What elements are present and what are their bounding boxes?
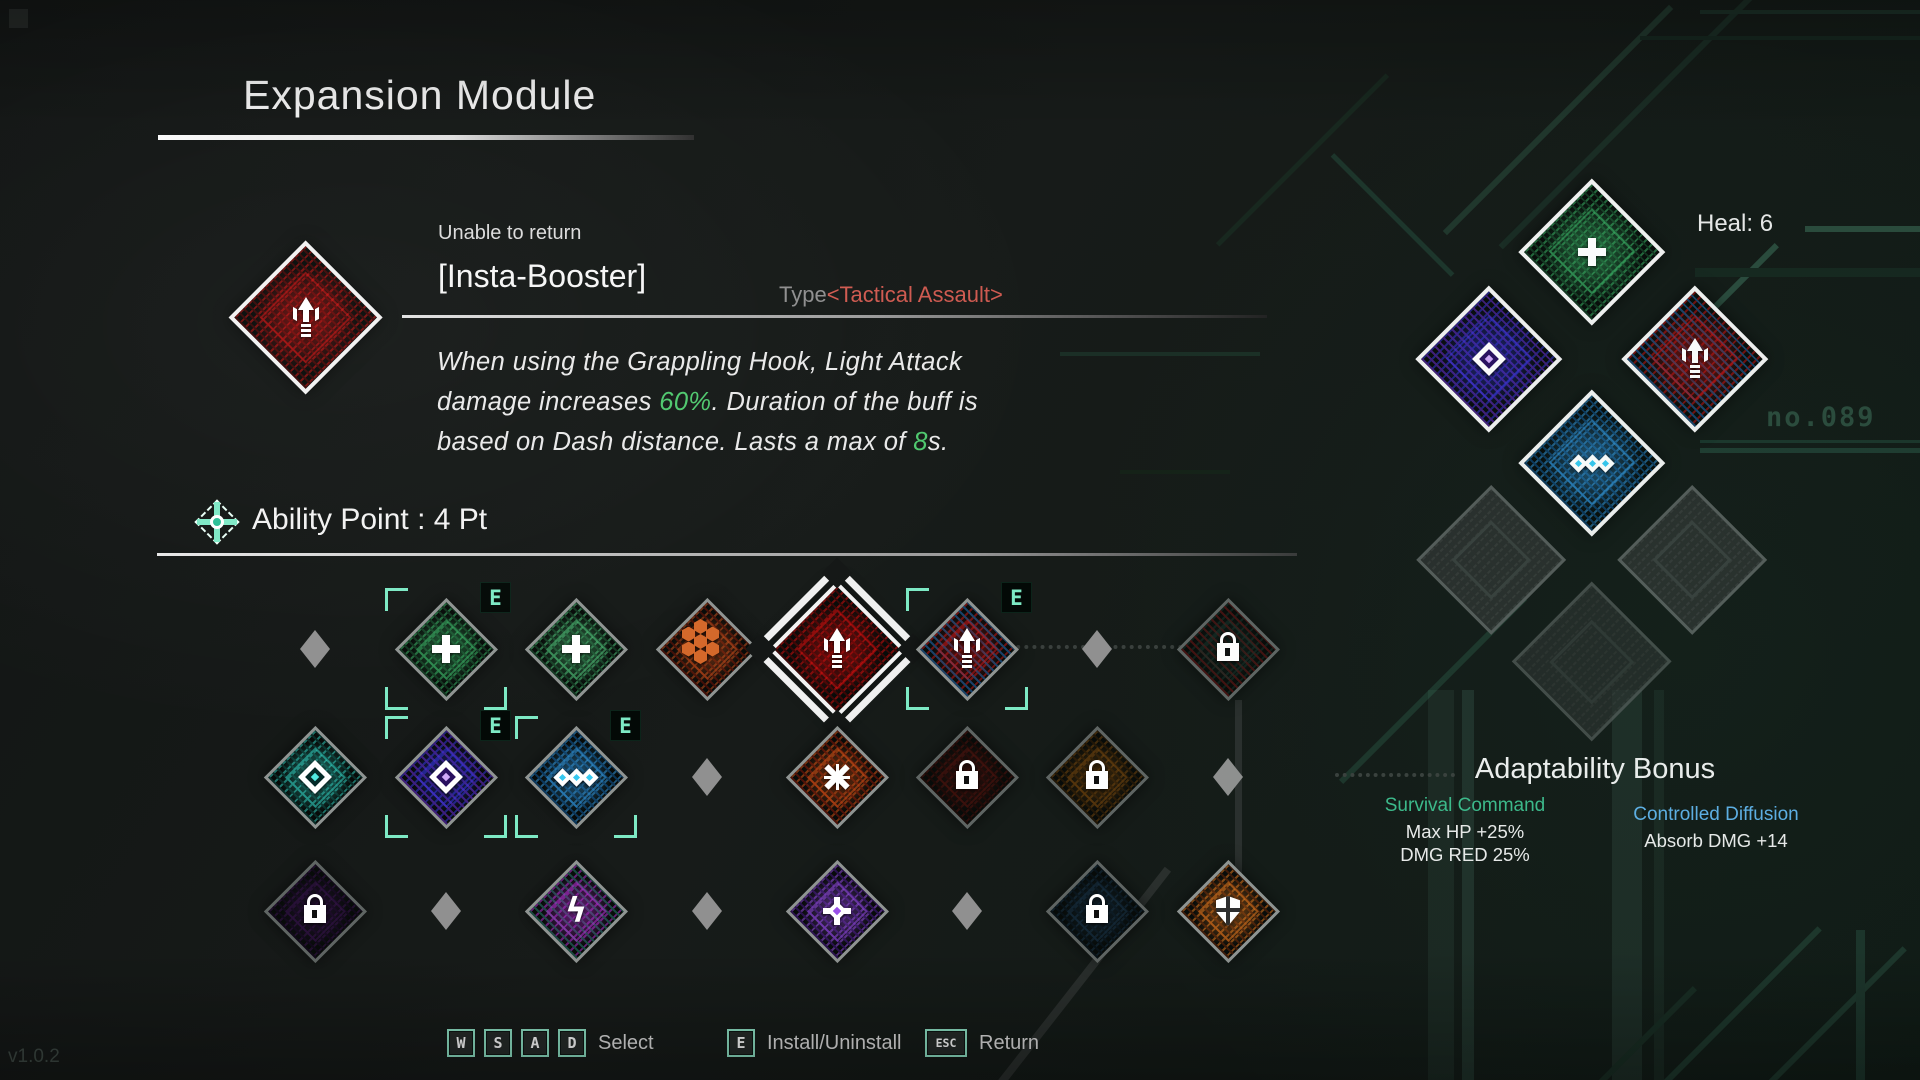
bonus-line: Max HP +25% <box>1405 821 1525 842</box>
grid-module-lock-r2c6[interactable] <box>915 725 1019 829</box>
tri-icon <box>1518 389 1666 537</box>
module-type: Type<Tactical Assault> <box>779 282 1003 308</box>
lock-icon <box>1045 859 1149 963</box>
empty-slot-diamond <box>692 892 722 930</box>
eye-icon <box>394 725 498 829</box>
name-divider <box>402 315 1267 318</box>
bonus-line: Absorb DMG +14 <box>1644 830 1788 851</box>
empty-slot-diamond <box>300 630 330 668</box>
serial-number: no.089 <box>1766 402 1876 433</box>
grid-module-rocket-r1c6[interactable]: E <box>906 583 1031 710</box>
eye-icon <box>263 725 367 829</box>
burst-icon <box>785 725 889 829</box>
lock-icon <box>1176 597 1280 701</box>
grid-module-lock-r2c7[interactable] <box>1045 725 1149 829</box>
ability-divider <box>157 553 1297 556</box>
bonus-name: Controlled Diffusion <box>1633 804 1799 825</box>
cluster-module-rocket[interactable] <box>1621 285 1769 433</box>
bonus-line: DMG RED 25% <box>1400 844 1530 865</box>
hint-label: Install/Uninstall <box>767 1031 902 1054</box>
hex-icon <box>655 597 759 701</box>
grid-module-hex-r1c4[interactable] <box>655 597 759 701</box>
lock-icon <box>263 859 367 963</box>
version-label: v1.0.2 <box>8 1046 60 1067</box>
installed-e-badge: E <box>481 583 510 612</box>
grid-module-plus-r1c2[interactable]: E <box>385 583 510 710</box>
bonus-name: Survival Command <box>1384 795 1546 816</box>
module-name: [Insta-Booster] <box>438 258 647 294</box>
grid-module-eye-r2c1[interactable] <box>263 725 367 829</box>
ability-point-label: Ability Point : 4 Pt <box>252 503 488 536</box>
cluster-empty-slot <box>1511 581 1673 743</box>
hint-group: ESC Return <box>925 1029 1039 1057</box>
hint-label: Return <box>979 1031 1040 1054</box>
selected-module-art <box>228 240 384 396</box>
installed-e-badge: E <box>611 711 640 740</box>
grid-module-tri-r2c3[interactable]: E <box>515 711 640 838</box>
tri-icon <box>524 725 628 829</box>
key-d: D <box>558 1029 586 1057</box>
grid-module-burst-r2c5[interactable] <box>785 725 889 829</box>
adaptability-title: Adaptability Bonus <box>1474 753 1716 785</box>
grid-module-rocket-r1c5[interactable] <box>745 557 929 741</box>
empty-slot-diamond <box>1213 758 1243 796</box>
key-a: A <box>521 1029 549 1057</box>
installed-e-badge: E <box>1002 583 1031 612</box>
heal-label: Heal: 6 <box>1697 210 1774 237</box>
grid-module-bolt-r3c3[interactable]: ϟ <box>524 859 628 963</box>
grid-module-quad-r3c5[interactable] <box>785 859 889 963</box>
shield-icon <box>1176 859 1280 963</box>
grid-module-eye-r2c2[interactable]: E <box>385 711 510 838</box>
grid-module-lock-r3c7[interactable] <box>1045 859 1149 963</box>
rocket-icon <box>228 240 384 396</box>
module-warning: Unable to return <box>438 222 582 244</box>
type-label: Type <box>779 282 827 307</box>
grid-module-lock-r3c1[interactable] <box>263 859 367 963</box>
title-divider <box>158 135 694 140</box>
plus-icon <box>1518 178 1666 326</box>
lock-icon <box>915 725 1019 829</box>
rocket-icon <box>915 597 1019 701</box>
empty-slot-diamond <box>431 892 461 930</box>
empty-slot-diamond <box>1082 630 1112 668</box>
page-title: Expansion Module <box>243 72 597 118</box>
cluster-module-plus[interactable] <box>1518 178 1666 326</box>
cluster-module-tri[interactable] <box>1518 389 1666 537</box>
grid-module-plus-r1c3[interactable] <box>524 597 628 701</box>
lock-icon <box>1045 725 1149 829</box>
hint-label: Select <box>598 1031 654 1054</box>
type-value: <Tactical Assault> <box>826 282 1003 307</box>
module-description: When using the Grappling Hook, Light Att… <box>437 348 979 456</box>
plus-icon <box>394 597 498 701</box>
grid-module-shield-r3c8[interactable] <box>1176 859 1280 963</box>
empty-slot-diamond <box>952 892 982 930</box>
rocket-icon <box>1621 285 1769 433</box>
hint-group: E Install/Uninstall <box>727 1029 902 1057</box>
plus-icon <box>524 597 628 701</box>
bolt-icon: ϟ <box>565 891 587 931</box>
empty-slot-diamond <box>692 758 722 796</box>
grid-module-lock-r1c8[interactable] <box>1176 597 1280 701</box>
key-esc: ESC <box>925 1029 967 1057</box>
key-e: E <box>727 1029 755 1057</box>
corner-decoration <box>9 9 28 28</box>
key-s: S <box>484 1029 512 1057</box>
rocket-icon <box>768 580 906 718</box>
quad-icon <box>785 859 889 963</box>
installed-e-badge: E <box>481 711 510 740</box>
ability-point-icon <box>194 499 240 545</box>
key-w: W <box>447 1029 475 1057</box>
